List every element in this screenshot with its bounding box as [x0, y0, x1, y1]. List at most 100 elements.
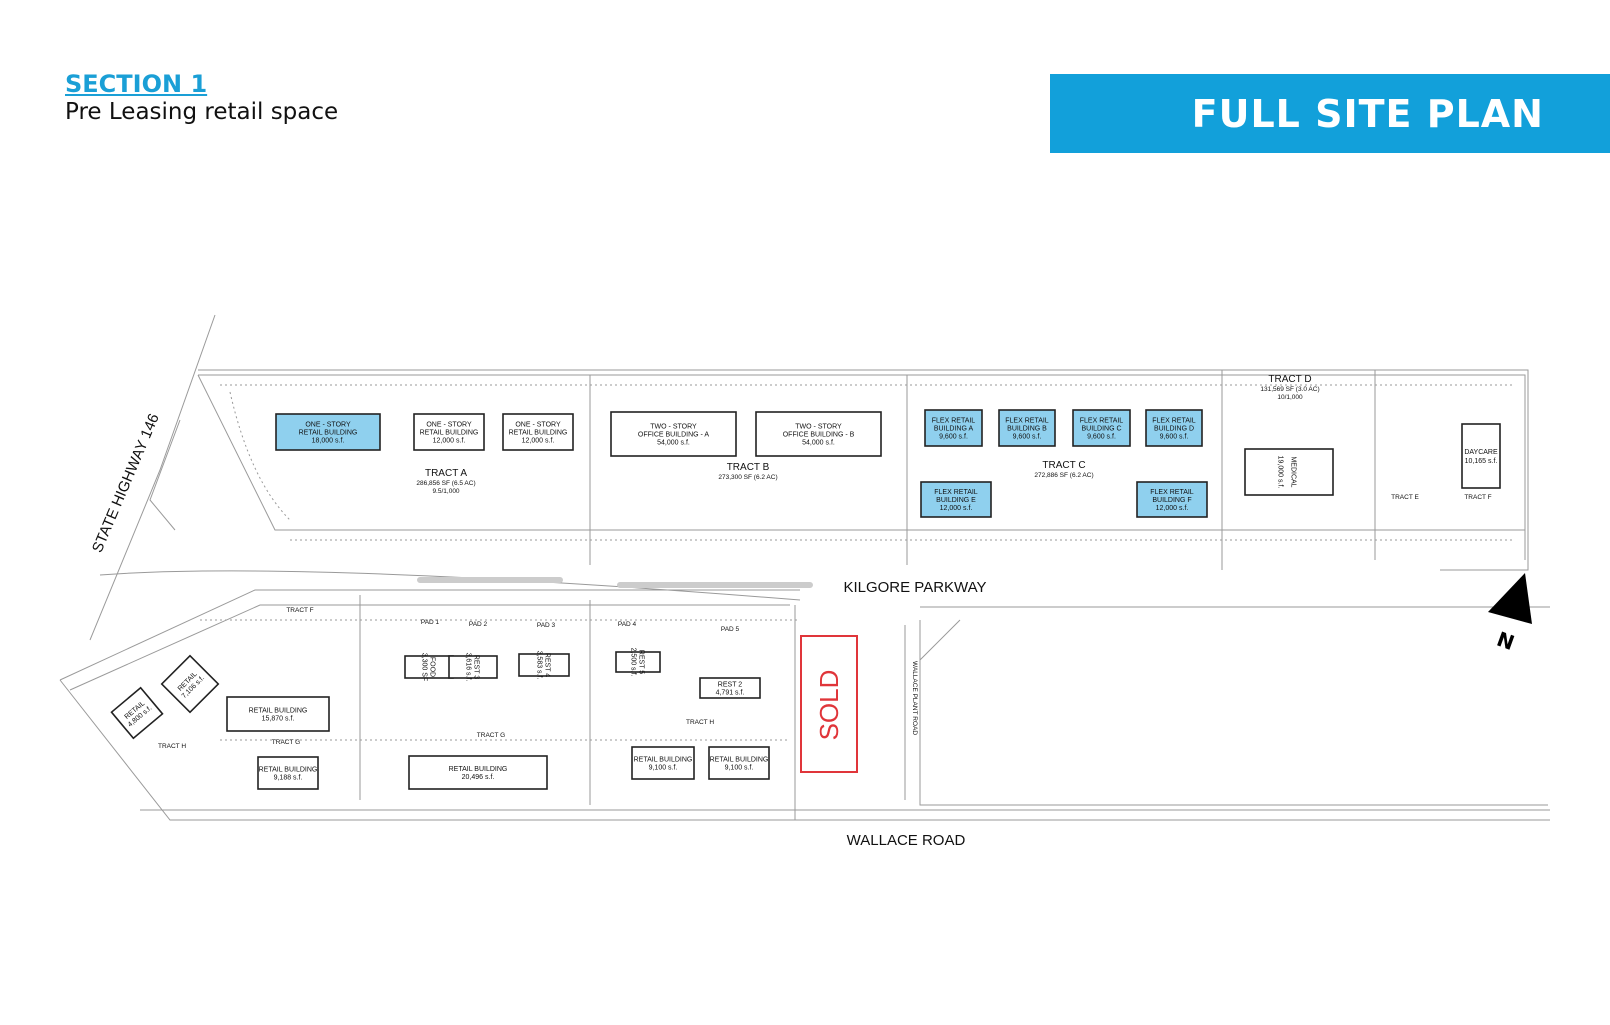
north-arrow: N — [1488, 573, 1532, 655]
building-label: 18,000 s.f. — [312, 437, 345, 444]
building-label: BUILDING D — [1154, 425, 1194, 432]
building-label: BUILDING E — [936, 497, 976, 504]
building-label: REST 3 — [473, 655, 480, 679]
tract-label: TRACT H — [158, 743, 186, 750]
building-label: FLEX RETAIL — [932, 417, 976, 424]
road-label-kilgore: KILGORE PARKWAY — [843, 579, 986, 596]
building-label: 3,300 SF — [421, 653, 428, 681]
tract-label: TRACT G — [272, 739, 300, 746]
building[interactable]: REST 52,500 s.f. — [615, 648, 661, 677]
section-label[interactable]: SECTION 1 — [65, 70, 208, 98]
tract-label: TRACT F — [286, 607, 313, 614]
building-label: 54,000 s.f. — [802, 439, 835, 446]
building-label: 12,000 s.f. — [940, 505, 973, 512]
building-label: REST 5 — [638, 650, 645, 674]
building[interactable]: REST 33,616 s.f. — [448, 653, 498, 682]
building-label: 9,100 s.f. — [725, 764, 754, 771]
tract-area: 10/1,000 — [1277, 394, 1303, 401]
building-outline — [1145, 409, 1203, 447]
building-label: FLEX RETAIL — [1080, 417, 1124, 424]
building-label: RETAIL BUILDING — [634, 756, 693, 763]
building-outline — [631, 746, 695, 780]
building-outline — [998, 409, 1056, 447]
building-label: 12,000 s.f. — [522, 437, 555, 444]
building-label: 9,600 s.f. — [1013, 433, 1042, 440]
building-outline — [226, 696, 330, 732]
building-label: 10,165 s.f. — [1465, 458, 1498, 465]
building-outline — [1072, 409, 1131, 447]
building-label: FLEX RETAIL — [1150, 489, 1194, 496]
site-linework — [59, 314, 1550, 821]
building[interactable]: REST 43,583 s.f. — [518, 651, 570, 680]
building-label: ONE - STORY — [426, 421, 472, 428]
building-label: FOOD — [429, 657, 436, 677]
building-label: 12,000 s.f. — [1156, 505, 1189, 512]
building-label: REST 2 — [718, 681, 742, 688]
tract-area: 131,569 SF (3.0 AC) — [1260, 386, 1319, 393]
road-label-wallace-plant: WALLACE PLANT ROAD — [911, 661, 918, 735]
building-label: 2,500 s.f. — [630, 648, 637, 677]
building[interactable]: REST 24,791 s.f. — [699, 677, 761, 699]
road-label-highway: STATE HIGHWAY 146 — [89, 411, 163, 555]
building-label: 12,000 s.f. — [433, 437, 466, 444]
tract-label: PAD 1 — [421, 619, 440, 626]
building-label: 20,496 s.f. — [462, 774, 495, 781]
building-label: RETAIL BUILDING — [509, 429, 568, 436]
tract-label: PAD 3 — [537, 622, 556, 629]
building-outline — [275, 413, 381, 451]
building-label: TWO - STORY — [795, 423, 842, 430]
building-label: OFFICE BUILDING - B — [783, 431, 855, 438]
building-label: FLEX RETAIL — [934, 489, 978, 496]
road-label-wallace: WALLACE ROAD — [847, 832, 966, 849]
building-label: BUILDING B — [1007, 425, 1047, 432]
title-banner: FULL SITE PLAN — [1050, 74, 1610, 153]
north-label: N — [1494, 627, 1518, 655]
building-outline — [502, 413, 574, 451]
banner-title: FULL SITE PLAN — [1191, 92, 1544, 136]
tract-label: PAD 4 — [618, 621, 637, 628]
building-label: RETAIL BUILDING — [249, 707, 308, 714]
building-label: 15,870 s.f. — [262, 715, 295, 722]
building-outline — [920, 481, 992, 518]
tract-label: TRACT A — [425, 468, 467, 479]
tract-label: TRACT G — [477, 732, 505, 739]
building-outline — [1461, 423, 1501, 489]
tract-area: 273,300 SF (6.2 AC) — [718, 474, 777, 481]
building-outline — [110, 686, 164, 740]
building-label: 9,600 s.f. — [939, 433, 968, 440]
tract-area: 9.5/1,000 — [432, 488, 459, 495]
building-label: TWO - STORY — [650, 423, 697, 430]
building-label: 19,000 s.f. — [1277, 456, 1284, 489]
building-label: BUILDING F — [1152, 497, 1191, 504]
building-label: FLEX RETAIL — [1005, 417, 1049, 424]
building-label: REST 4 — [544, 653, 551, 677]
section-subtitle: Pre Leasing retail space — [65, 99, 339, 125]
sold-parcel[interactable]: SOLD — [800, 635, 858, 773]
tract-area: 272,886 SF (6.2 AC) — [1034, 472, 1093, 479]
building-outline — [1136, 481, 1208, 518]
building-label: ONE - STORY — [515, 421, 561, 428]
